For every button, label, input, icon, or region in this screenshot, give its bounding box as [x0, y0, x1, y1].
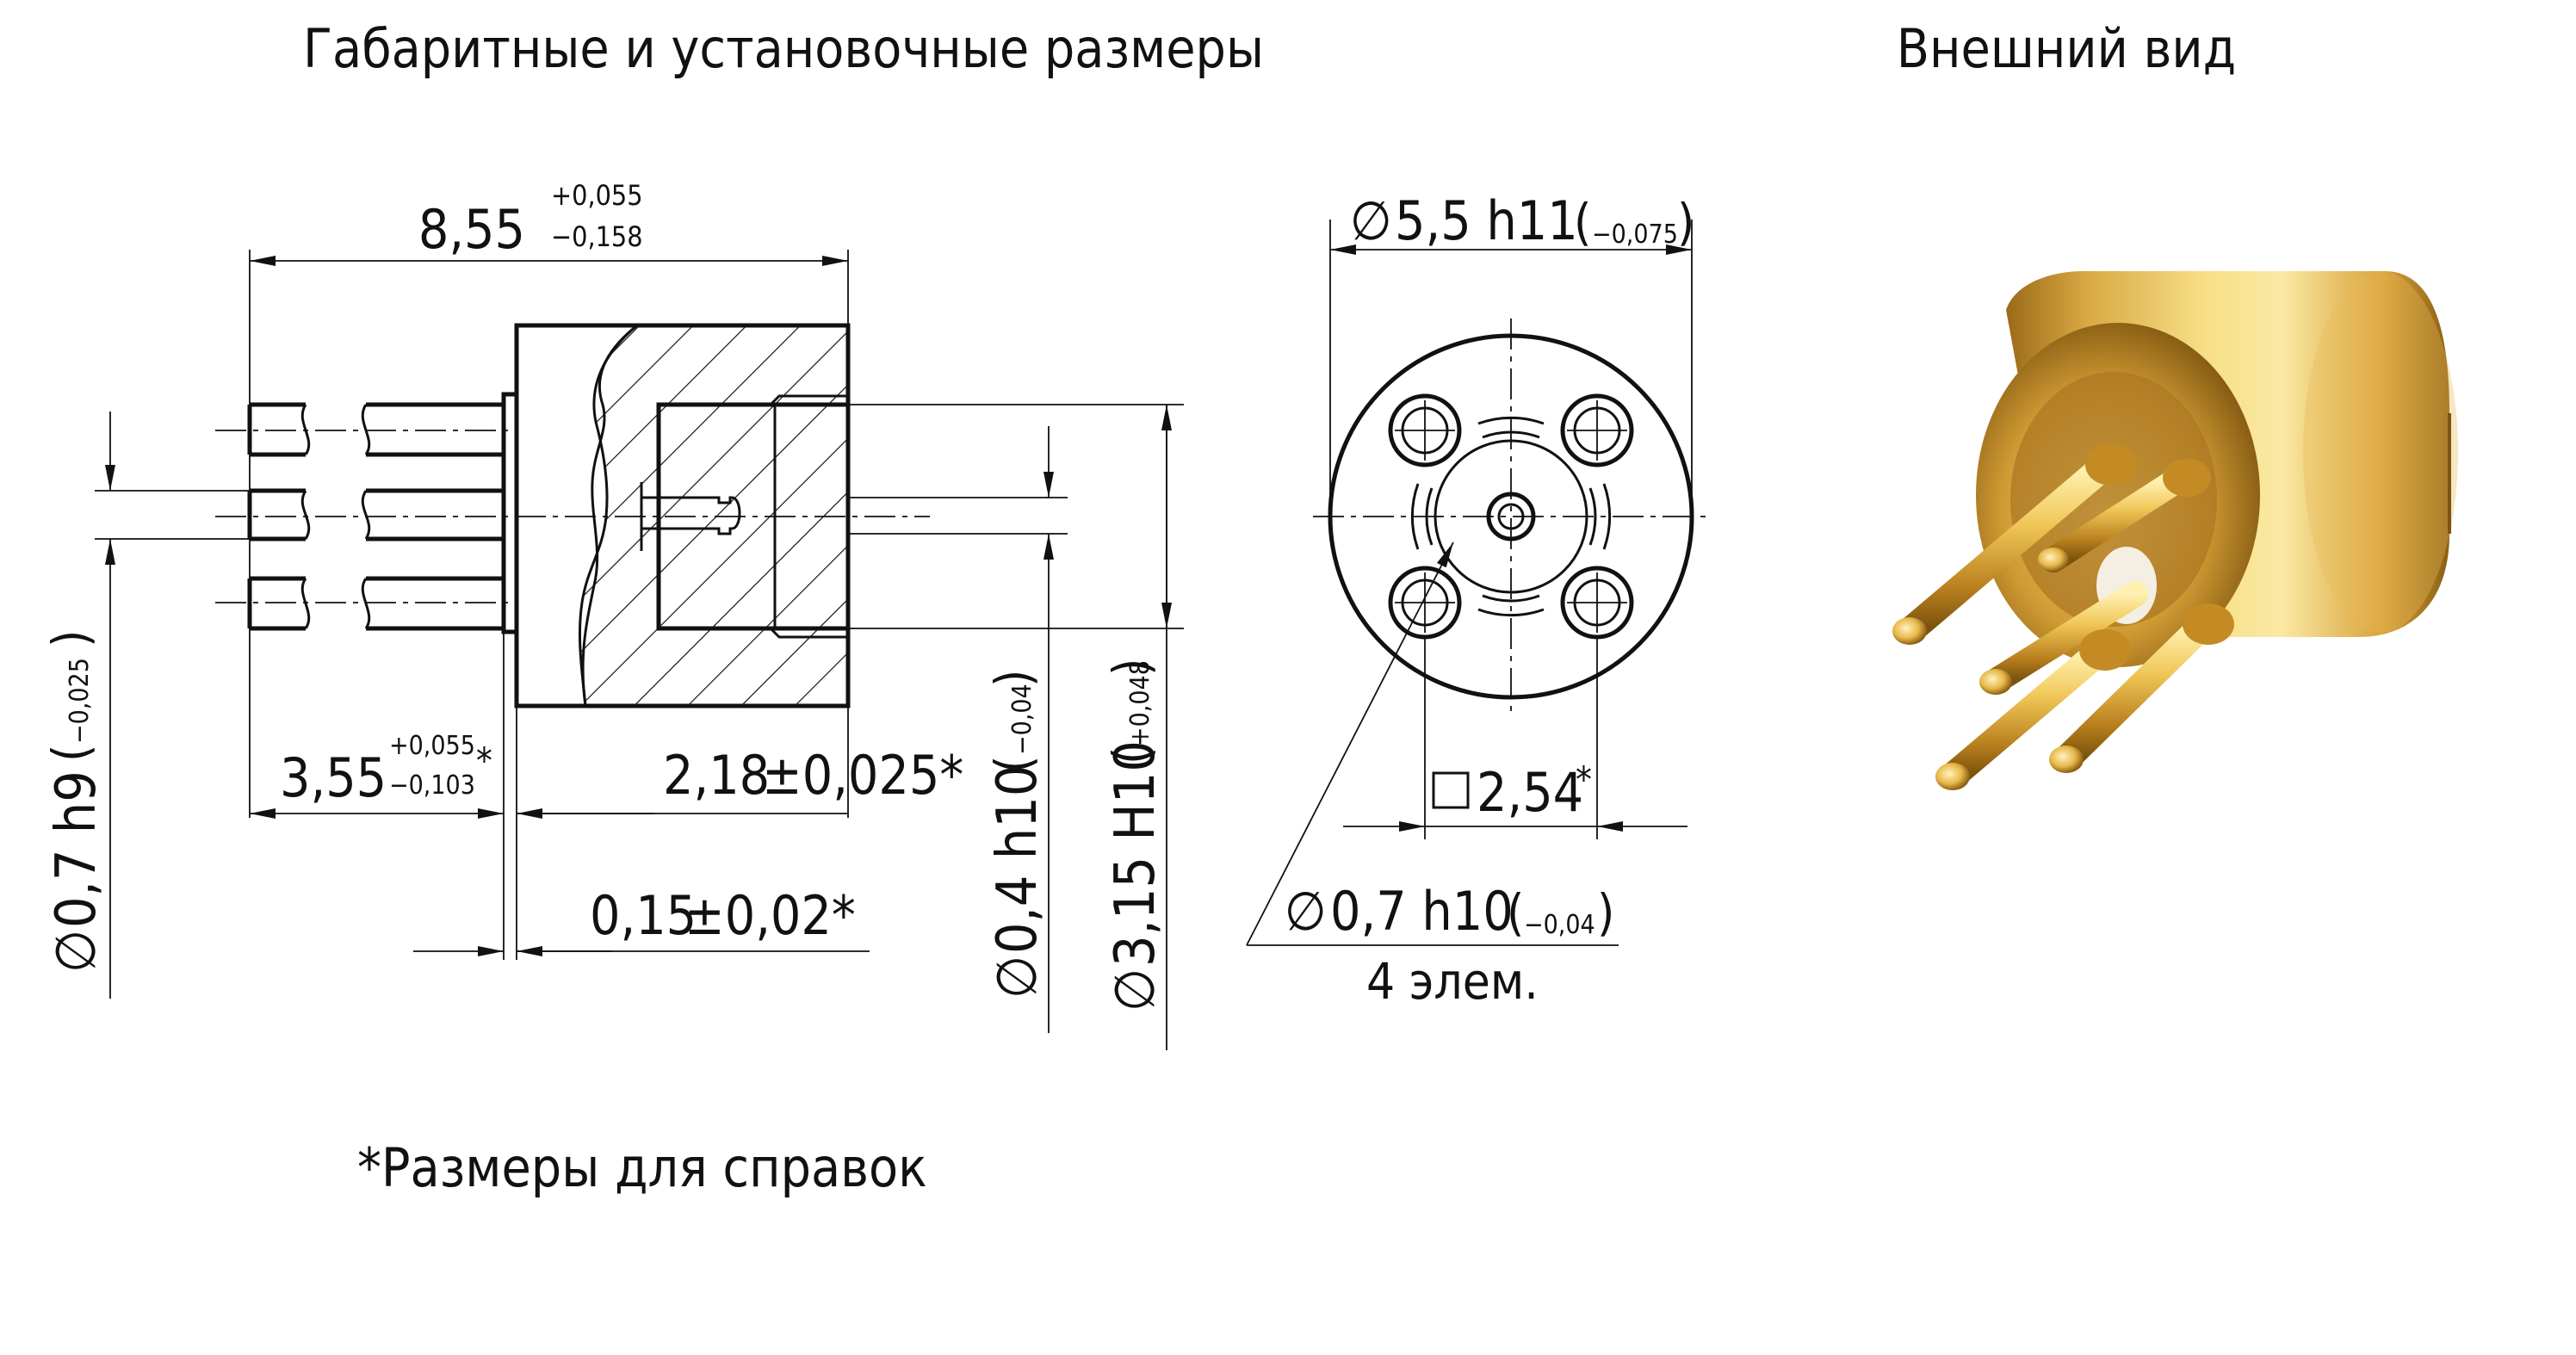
bore-step-top	[769, 394, 848, 406]
svg-text:−0,158: −0,158	[551, 220, 643, 253]
svg-text:5,5 h11: 5,5 h11	[1395, 189, 1578, 252]
svg-text:0,7 h10: 0,7 h10	[1330, 880, 1514, 943]
svg-text:−0,025: −0,025	[65, 658, 95, 744]
pin-middle	[247, 488, 504, 541]
section-hatch	[578, 324, 850, 708]
svg-text:∅: ∅	[1285, 880, 1327, 943]
svg-text:3,55: 3,55	[280, 746, 387, 809]
svg-text:*: *	[1576, 758, 1592, 801]
svg-text:): )	[1597, 883, 1614, 942]
front-pin-tr	[1560, 393, 1634, 467]
svg-text:(: (	[1507, 883, 1524, 942]
photo-title: Внешний вид	[1897, 17, 2236, 80]
connector-photo	[1892, 271, 2458, 790]
centre-contact	[659, 496, 741, 535]
svg-text:2,18: 2,18	[663, 744, 770, 807]
flange	[501, 392, 519, 634]
svg-text:): )	[1677, 193, 1694, 251]
svg-text:−0,04: −0,04	[1524, 910, 1595, 940]
dim-body-diameter: ∅ 5,5 h11 ( −0,075 )	[1330, 189, 1694, 255]
svg-text:0,7 h9: 0,7 h9	[45, 770, 108, 928]
break-line	[581, 324, 638, 707]
front-pin-bl	[1388, 566, 1462, 640]
dim-flange-gap: 0,15 ±0,02*	[413, 884, 870, 956]
svg-text:∅: ∅	[1104, 968, 1167, 1012]
pin-bottom	[247, 576, 504, 631]
dim-pin-pitch: 2,54 *	[1343, 758, 1687, 832]
svg-text:∅: ∅	[1350, 189, 1392, 252]
bore-step-bottom	[769, 627, 848, 639]
svg-text:+0,055: +0,055	[389, 731, 475, 761]
svg-text:±0,02*: ±0,02*	[684, 884, 856, 947]
dim-pin-diameter-side: ∅ 0,7 h9 ( −0,025 )	[41, 411, 115, 999]
dim-pin-length: 3,55 +0,055 −0,103 *	[250, 731, 504, 819]
svg-text:(: (	[984, 756, 1043, 773]
dim-contact-diameter: ∅ 0,4 h10 ( −0,04 )	[984, 426, 1054, 1033]
svg-text:): )	[984, 670, 1043, 687]
svg-text:±0,025*: ±0,025*	[762, 744, 963, 807]
dim-pins-diameter-front: ∅ 0,7 h10 ( −0,04 ) 4 элем.	[1246, 541, 1619, 1011]
front-view	[1313, 220, 1709, 839]
pin-top	[247, 402, 504, 457]
footnote: *Размеры для справок	[357, 1136, 927, 1199]
side-section-view	[215, 323, 930, 708]
svg-text:4 элем.: 4 элем.	[1366, 952, 1539, 1011]
dim-bore-diameter: ∅ 3,15 H10 ( +0,048 )	[1102, 405, 1172, 1050]
svg-text:*: *	[476, 739, 492, 782]
svg-text:−0,04: −0,04	[1007, 684, 1037, 755]
front-pin-br	[1560, 566, 1634, 640]
svg-text:(: (	[1102, 747, 1161, 764]
square-symbol-icon	[1432, 771, 1470, 809]
drawing-title: Габаритные и установочные размеры	[303, 17, 1264, 80]
svg-text:∅: ∅	[986, 956, 1050, 999]
dim-overall-length: 8,55 +0,055 −0,158	[250, 179, 848, 266]
svg-text:3,15 H10: 3,15 H10	[1104, 740, 1167, 967]
svg-text:(: (	[1574, 193, 1591, 251]
svg-text:−0,103: −0,103	[389, 770, 475, 801]
svg-text:): )	[41, 630, 100, 647]
diameter-symbol-icon: ∅	[45, 930, 108, 973]
svg-text:0,4 h10: 0,4 h10	[986, 764, 1050, 954]
svg-text:+0,055: +0,055	[551, 179, 643, 212]
svg-text:+0,048: +0,048	[1125, 660, 1155, 746]
svg-text:0,15: 0,15	[590, 884, 697, 947]
svg-text:2,54: 2,54	[1477, 761, 1583, 824]
front-pin-tl	[1388, 393, 1462, 467]
dim-socket-depth: 2,18 ±0,025*	[517, 744, 963, 819]
svg-text:8,55: 8,55	[418, 198, 525, 261]
svg-text:−0,075: −0,075	[1592, 220, 1678, 250]
svg-text:): )	[1102, 659, 1161, 676]
svg-text:(: (	[41, 745, 100, 762]
side-extension-lines	[95, 250, 1184, 960]
